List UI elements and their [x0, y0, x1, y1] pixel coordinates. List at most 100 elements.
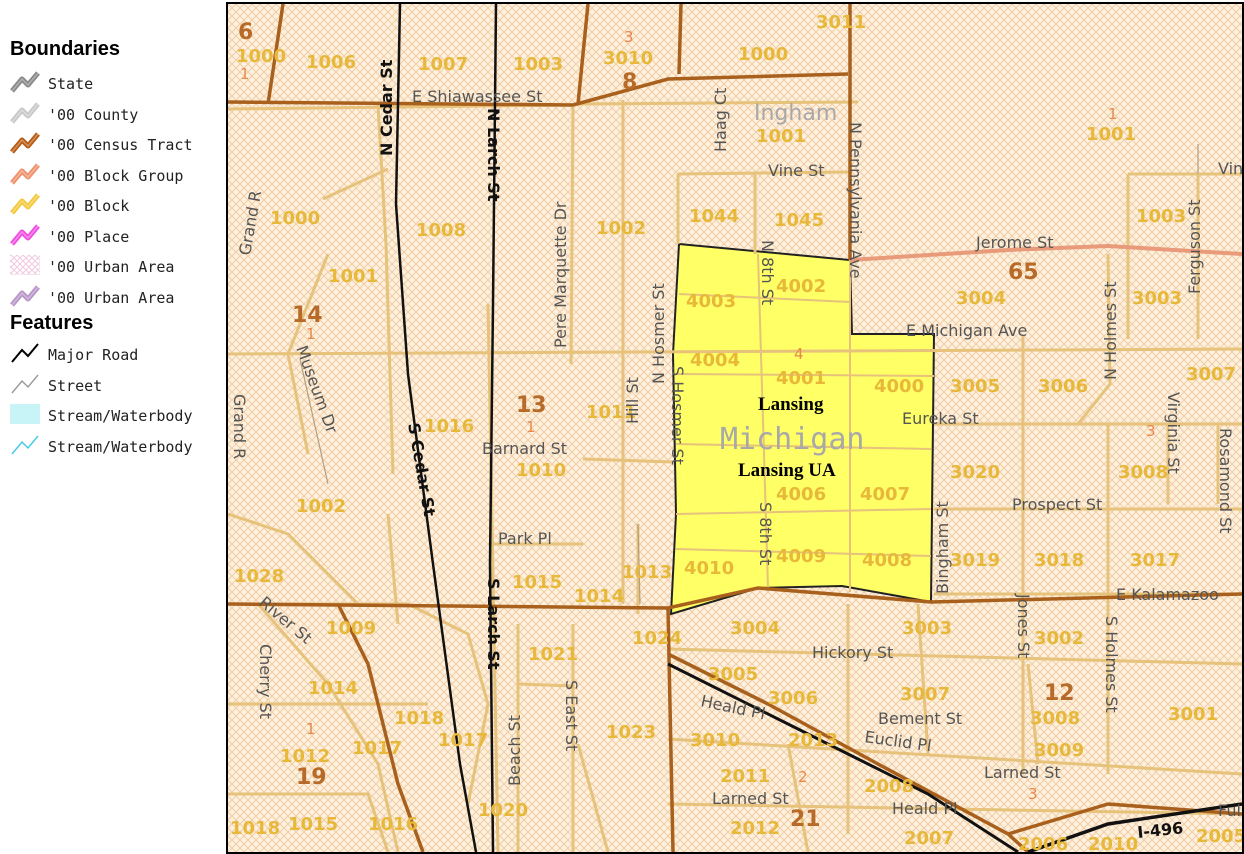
- state-label: Michigan: [720, 422, 865, 457]
- legend-features-title: Features: [10, 312, 94, 334]
- block-number: 2006: [1018, 834, 1068, 852]
- major-road-label: I-496: [1136, 818, 1184, 842]
- tract-number: 65: [1008, 260, 1039, 285]
- block-number: 3005: [708, 664, 758, 685]
- block-numbers: 1000 1006 1007 1003 3010 3011 1000 1001 …: [230, 12, 1242, 852]
- block-number: 1000: [236, 46, 286, 67]
- block-number: 1007: [418, 54, 468, 75]
- street-label: Hickory St: [812, 643, 893, 662]
- block-number: 1010: [516, 460, 566, 481]
- legend-label: '00 Place: [48, 227, 130, 246]
- legend-item-boundary: '00 Urban Area: [8, 254, 174, 280]
- street-label: Larned St: [984, 763, 1061, 782]
- county-label: Ingham: [754, 101, 837, 126]
- street-label: Rosamond St: [1216, 428, 1235, 534]
- block-number: 3017: [1130, 550, 1180, 571]
- street-label: N Pennsylvania Ave: [846, 122, 865, 279]
- block-number: 1015: [512, 572, 562, 593]
- block-number: 4001: [776, 368, 826, 389]
- legend-item-boundary: '00 Place: [8, 223, 130, 250]
- legend-label: State: [48, 75, 94, 93]
- block-number: 1000: [270, 208, 320, 229]
- block-number: 1001: [756, 126, 806, 147]
- block-number: 1001: [328, 266, 378, 287]
- lansing-place-polygon[interactable]: [669, 242, 936, 616]
- tract-number: 19: [296, 765, 327, 790]
- street-label: E Shiawassee St: [412, 87, 543, 106]
- map-canvas[interactable]: 6 8 14 13 65 12 19 21 1 3 1 1 4 1 3 1 2 …: [228, 4, 1242, 852]
- block-number: 3019: [950, 550, 1000, 571]
- block-number: 1020: [478, 800, 528, 821]
- block-number: 3006: [768, 688, 818, 709]
- block-number: 3001: [1168, 704, 1218, 725]
- block-number: 2005: [1196, 826, 1242, 847]
- block-number: 3003: [1132, 288, 1182, 309]
- legend-item-boundary: '00 Block Group: [8, 161, 183, 191]
- street-label: Hill St: [623, 377, 642, 424]
- block-number: 3010: [603, 48, 653, 69]
- block-group-number: 3: [1146, 422, 1156, 440]
- block-number: 3007: [1186, 364, 1236, 385]
- legend-label: '00 Block: [48, 197, 130, 215]
- tract-number: 8: [622, 70, 637, 95]
- tract-numbers: 6 8 14 13 65 12 19 21: [238, 20, 1075, 832]
- census-tract-boundaries: [228, 4, 1242, 852]
- legend-item-boundary: '00 Census Tract: [8, 132, 193, 158]
- block-number: 3005: [950, 376, 1000, 397]
- block-number: 1003: [1136, 206, 1186, 227]
- major-road-label: N Cedar St: [377, 59, 396, 156]
- streets: [299, 144, 1199, 605]
- block-number: 1002: [296, 496, 346, 517]
- block-group-number: 1: [306, 720, 316, 738]
- block-number: 1006: [306, 52, 356, 73]
- block-group-number: 1: [240, 65, 250, 83]
- legend-item-feature: Major Road: [8, 342, 138, 368]
- legend-item-feature: Stream/Waterbody: [8, 403, 193, 429]
- legend-swatch-icon: [8, 401, 42, 431]
- census-map[interactable]: 6 8 14 13 65 12 19 21 1 3 1 1 4 1 3 1 2 …: [226, 2, 1244, 854]
- legend-swatch-icon: [8, 252, 42, 282]
- block-number: 1024: [632, 628, 682, 649]
- street-label: Vine St: [768, 161, 825, 180]
- major-road-label: N Larch St: [484, 108, 503, 202]
- legend-label: '00 Census Tract: [48, 136, 193, 154]
- legend-label: Stream/Waterbody: [48, 407, 193, 425]
- tract-number: 12: [1044, 681, 1075, 706]
- block-number: 3018: [1034, 550, 1084, 571]
- block-number: 2011: [720, 766, 770, 787]
- block-group-number: 2: [798, 768, 808, 786]
- block-number: 1009: [326, 618, 376, 639]
- legend-item-boundary: '00 Block: [8, 193, 129, 219]
- block-number: 1028: [234, 566, 284, 587]
- legend-swatch-icon: [8, 191, 42, 221]
- legend-swatch-icon: [8, 130, 42, 160]
- block-number: 1003: [513, 54, 563, 75]
- legend-item-feature: Street: [8, 373, 102, 399]
- major-roads: [394, 4, 1242, 852]
- block-number: 4000: [874, 376, 924, 397]
- block-number: 3004: [956, 288, 1006, 309]
- block-number: 1045: [774, 210, 824, 231]
- street-label: Jones St: [1014, 593, 1033, 658]
- tract-number: 13: [516, 393, 547, 418]
- block-number: 1016: [368, 814, 418, 835]
- legend-item-feature: Stream/Waterbody: [8, 434, 193, 460]
- street-label: Pere Marquette Dr: [551, 201, 570, 348]
- block-number: 3004: [730, 618, 780, 639]
- legend-swatch-icon: [8, 161, 42, 191]
- block-number: 4009: [776, 546, 826, 567]
- legend-label: '00 Urban Area: [48, 258, 175, 276]
- tract-number: 21: [790, 807, 821, 832]
- block-group-number: 1: [306, 325, 316, 343]
- street-label: E Kalamazoo: [1116, 585, 1219, 604]
- street-label: N Holmes St: [1101, 281, 1120, 380]
- street-label: Larned St: [712, 789, 789, 808]
- street-label: S Hosmer St: [668, 366, 687, 465]
- legend-swatch-icon: [8, 432, 42, 462]
- legend-label: Stream/Waterbody: [48, 437, 193, 456]
- street-label: Eureka St: [902, 409, 979, 428]
- street-label: E Michigan Ave: [906, 321, 1027, 340]
- block-number: 1017: [352, 738, 402, 759]
- tract-number: 6: [238, 20, 253, 45]
- legend-swatch-icon: [8, 283, 42, 313]
